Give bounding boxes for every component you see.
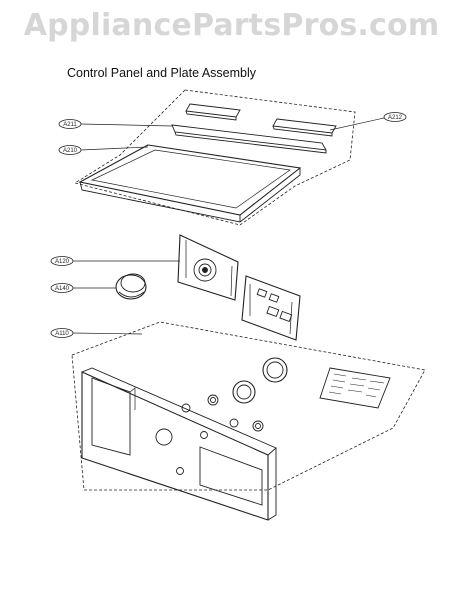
callout-a110: A110 <box>50 328 143 338</box>
watermark-logo: AppliancePartsPros.com <box>23 8 440 43</box>
display-window <box>199 446 263 506</box>
callout-a140-label: A140 <box>55 286 70 292</box>
callout-a212: A212 <box>329 112 407 131</box>
callout-a211: A211 <box>58 119 173 129</box>
callout-a210-label: A210 <box>63 148 78 154</box>
knob-ring <box>232 380 256 404</box>
knob <box>115 274 147 300</box>
callout-a210: A210 <box>58 145 149 155</box>
control-panel-group <box>71 321 426 521</box>
label-decal <box>319 367 391 409</box>
pcb-assembly-group <box>177 234 301 341</box>
pcb-holder <box>177 234 239 301</box>
knob-ring-small <box>262 357 288 383</box>
callout-a120-label: A120 <box>55 259 70 265</box>
knob-group <box>115 273 147 300</box>
callout-a140: A140 <box>50 283 116 293</box>
knob-hole <box>155 428 173 446</box>
callout-a212-label: A212 <box>388 115 403 121</box>
plate-assembly-outline <box>73 89 356 226</box>
dispenser-window <box>91 377 131 456</box>
button-hole <box>176 467 184 475</box>
knob-mount-ring <box>193 258 217 282</box>
pcb-board <box>241 275 301 341</box>
callout-a110-label: A110 <box>55 331 69 337</box>
trim-strip-small-right <box>272 118 337 134</box>
panel-button <box>207 394 219 406</box>
callout-a120: A120 <box>50 256 180 266</box>
callout-a211-label: A211 <box>63 122 77 128</box>
plate-assembly-group <box>73 89 356 226</box>
diagram-title: Control Panel and Plate Assembly <box>67 66 256 80</box>
